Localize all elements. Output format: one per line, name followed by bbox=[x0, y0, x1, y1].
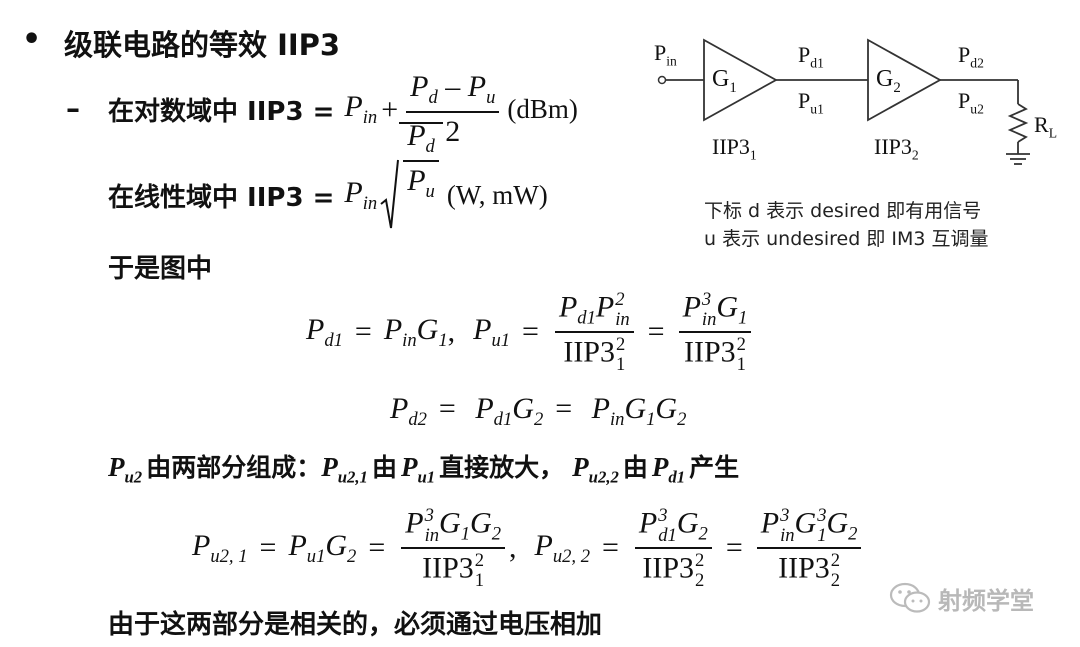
label-iip3-1: IIP31 bbox=[712, 134, 757, 163]
watermark: 射频学堂 bbox=[888, 580, 1034, 616]
cascade-circuit-diagram bbox=[657, 38, 1030, 165]
label-g2: G2 bbox=[876, 66, 901, 96]
conclusion-text: 由于这两部分是相关的，必须通过电压相加 bbox=[108, 610, 603, 640]
label-pin: Pin bbox=[654, 40, 677, 69]
pu2-description: Pu2 由两部分组成： Pu2,1 由 Pu1 直接放大， Pu2,2 由 Pd… bbox=[108, 452, 740, 487]
linear-domain-label: 在线性域中 IIP3 = bbox=[108, 182, 335, 213]
dash-bullet: – bbox=[66, 92, 80, 125]
label-rl: RL bbox=[1034, 112, 1058, 141]
log-unit: (dBm) bbox=[507, 94, 578, 124]
input-terminal bbox=[657, 75, 667, 85]
label-pd2: Pd2 bbox=[958, 42, 984, 71]
wechat-logo-icon bbox=[889, 582, 931, 613]
so-text: 于是图中 bbox=[108, 254, 213, 284]
watermark-text: 射频学堂 bbox=[938, 586, 1034, 615]
sqrt-sign bbox=[380, 159, 400, 229]
page-title: 级联电路的等效 IIP3 bbox=[64, 28, 341, 62]
log-domain-formula: 在对数域中 IIP3 = Pin + Pd – Pu 2 (dBm) bbox=[108, 70, 578, 149]
linear-domain-formula: 在线性域中 IIP3 = Pin Pd Pu (W, mW) bbox=[108, 119, 548, 232]
note-desired: 下标 d 表示 desired 即有用信号 bbox=[704, 200, 982, 222]
amplifier-g2 bbox=[867, 38, 942, 122]
label-pd1: Pd1 bbox=[798, 42, 824, 71]
log-fraction: Pd – Pu 2 bbox=[406, 70, 500, 149]
log-domain-label: 在对数域中 IIP3 = bbox=[108, 97, 335, 127]
label-pu1: Pu1 bbox=[798, 88, 824, 117]
note-undesired: u 表示 undesired 即 IM3 互调量 bbox=[704, 228, 989, 250]
ground-icon bbox=[1006, 153, 1030, 165]
linear-fraction: Pd Pu bbox=[403, 119, 439, 203]
label-g1: G1 bbox=[712, 66, 737, 96]
linear-unit: (W, mW) bbox=[446, 179, 548, 210]
load-resistor bbox=[1007, 103, 1029, 143]
equation-pd2: Pd2= Pd1G2= PinG1G2 bbox=[390, 392, 687, 430]
title-bullet: • bbox=[22, 22, 42, 57]
label-iip3-2: IIP32 bbox=[874, 134, 919, 163]
label-pu2: Pu2 bbox=[958, 88, 984, 117]
amplifier-g1 bbox=[703, 38, 778, 122]
